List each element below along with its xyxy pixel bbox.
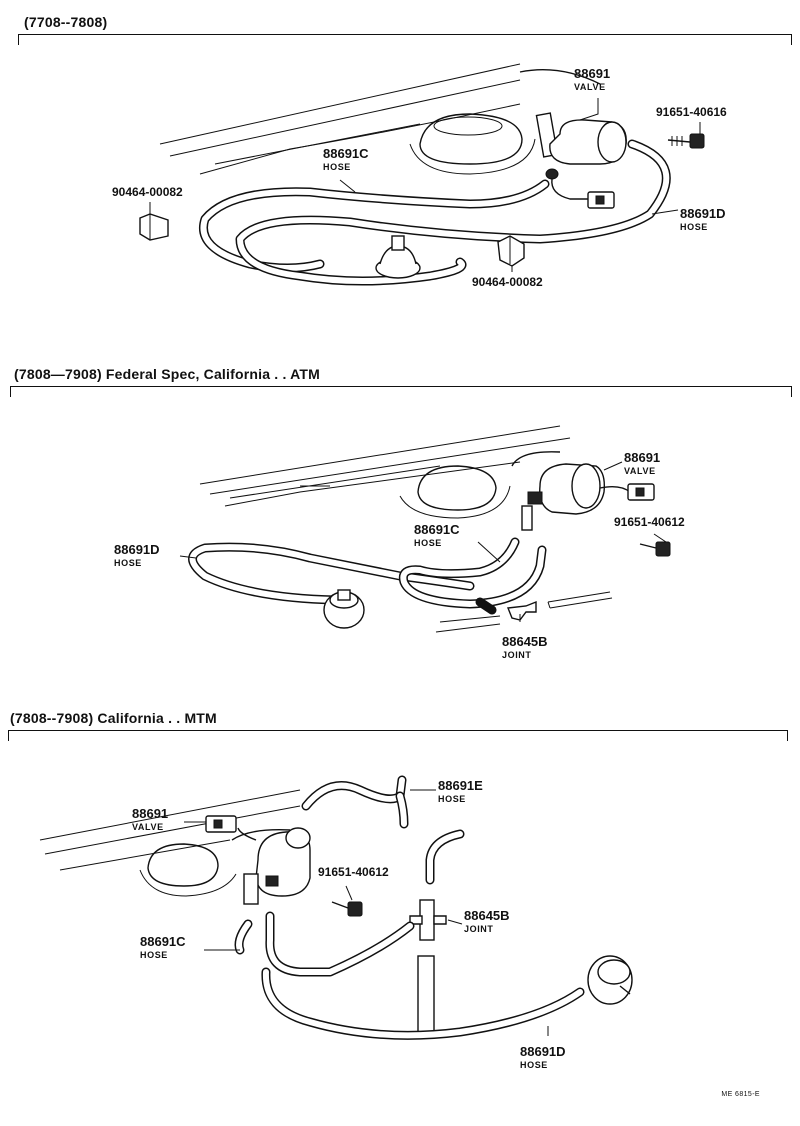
clip-right-label: 90464-00082 <box>472 275 543 289</box>
valve-label: 88691 VALVE <box>574 66 610 92</box>
part-number: 88691 <box>624 450 661 465</box>
part-description: HOSE <box>680 222 708 232</box>
valve-label: 88691 VALVE <box>132 806 168 832</box>
diagram-code: ME 6815-E <box>721 1091 760 1098</box>
bolt-label: 91651-40616 <box>656 105 727 119</box>
section-1: (7708--7808) <box>0 14 800 314</box>
section-2-illustration <box>179 425 671 633</box>
hose-d-label: 88691D HOSE <box>114 542 160 568</box>
section-title: (7808--7908) California . . MTM <box>10 710 217 726</box>
clip-right <box>497 235 525 267</box>
part-number: 88691D <box>114 542 160 557</box>
valve-label: 88691 VALVE <box>624 450 660 476</box>
hose-c-label: 88691C HOSE <box>323 146 369 172</box>
section-3: (7808--7908) California . . MTM <box>0 710 800 1070</box>
bolt <box>331 901 363 917</box>
part-number: 88645B <box>464 908 510 923</box>
part-number: 88691D <box>680 206 726 221</box>
part-description: JOINT <box>502 650 532 660</box>
part-description: HOSE <box>438 794 466 804</box>
vacuum-fitting <box>587 955 633 1005</box>
joint-label: 88645B JOINT <box>502 634 548 660</box>
part-number: 88691C <box>140 934 186 949</box>
joint <box>409 899 447 1035</box>
joint <box>507 591 613 621</box>
bolt <box>667 133 705 149</box>
part-number: 88691D <box>520 1044 566 1059</box>
section-bracket <box>10 386 792 397</box>
part-description: HOSE <box>520 1060 548 1070</box>
part-description: HOSE <box>114 558 142 568</box>
section-title: (7808—7908) Federal Spec, California . .… <box>14 366 321 382</box>
hose-c-label: 88691C HOSE <box>414 522 460 548</box>
section-2: (7808—7908) Federal Spec, California . .… <box>0 366 800 666</box>
part-description: HOSE <box>140 950 168 960</box>
hose-c-label: 88691C HOSE <box>140 934 186 960</box>
bolt-label: 91651-40612 <box>614 515 685 529</box>
part-number: 88691C <box>323 146 369 161</box>
part-number: 88645B <box>502 634 548 649</box>
part-number: 88691C <box>414 522 460 537</box>
hose-d-label: 88691D HOSE <box>520 1044 566 1070</box>
hose-d-label: 88691D HOSE <box>680 206 726 232</box>
vacuum-fitting <box>375 235 421 279</box>
joint-label: 88645B JOINT <box>464 908 510 934</box>
section-bracket <box>8 730 788 741</box>
part-description: VALVE <box>132 822 164 832</box>
part-description: HOSE <box>414 538 442 548</box>
hose-e-label: 88691E HOSE <box>438 778 483 804</box>
vacuum-fitting <box>323 589 365 629</box>
bolt-label: 91651-40612 <box>318 865 389 879</box>
part-number: 88691E <box>438 778 483 793</box>
bolt <box>639 541 671 557</box>
valve-body <box>535 112 627 209</box>
section-title: (7708--7808) <box>24 14 108 30</box>
clip-left <box>139 213 169 241</box>
section-3-illustration <box>39 775 633 1040</box>
clip-left-label: 90464-00082 <box>112 185 183 199</box>
part-number: 88691 <box>574 66 611 81</box>
part-description: VALVE <box>624 466 656 476</box>
valve-body <box>205 815 311 905</box>
section-bracket <box>18 34 792 45</box>
part-description: HOSE <box>323 162 351 172</box>
part-description: VALVE <box>574 82 606 92</box>
part-description: JOINT <box>464 924 494 934</box>
section-1-illustration <box>139 63 705 286</box>
part-number: 88691 <box>132 806 169 821</box>
valve-body <box>521 463 655 531</box>
